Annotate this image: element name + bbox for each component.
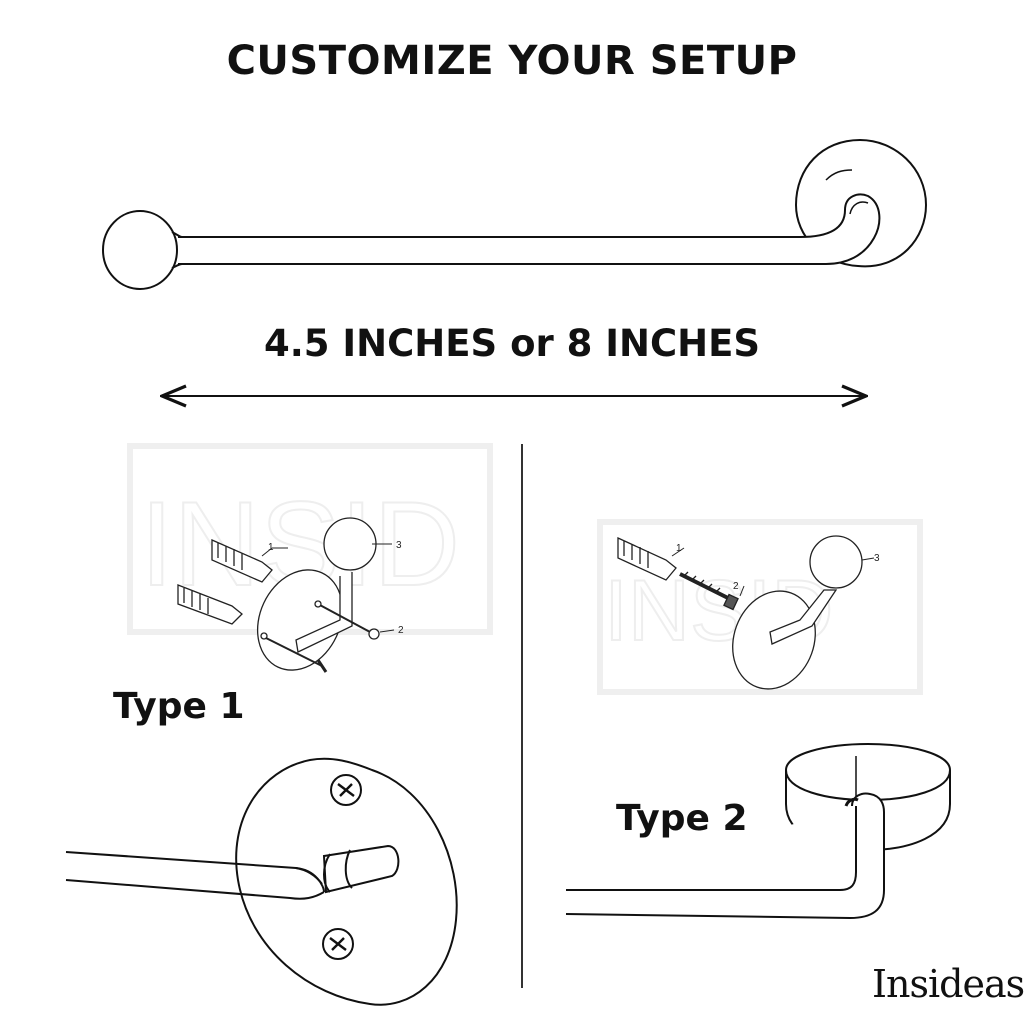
- type1-exploded-diagram: [177, 517, 395, 673]
- type2-label: Type 2: [616, 798, 748, 839]
- type1-label: Type 1: [113, 686, 245, 727]
- page-title: CUSTOMIZE YOUR SETUP: [226, 38, 798, 84]
- callout-number: 2: [398, 625, 404, 636]
- hook-side-view: [102, 138, 928, 290]
- callout-number: 1: [268, 542, 274, 553]
- callout-number: 1: [676, 543, 682, 554]
- callout-number: 3: [396, 540, 402, 551]
- dimension-label: 4.5 INCHES or 8 INCHES: [263, 322, 761, 365]
- callout-number: 2: [733, 581, 739, 592]
- type1-mounted-closeup: [65, 757, 458, 1006]
- brand-logo: Insideast: [872, 962, 1024, 1006]
- type2-exploded-diagram: [617, 535, 875, 690]
- type2-mounted-closeup: [565, 742, 951, 920]
- callout-number: 3: [874, 553, 880, 564]
